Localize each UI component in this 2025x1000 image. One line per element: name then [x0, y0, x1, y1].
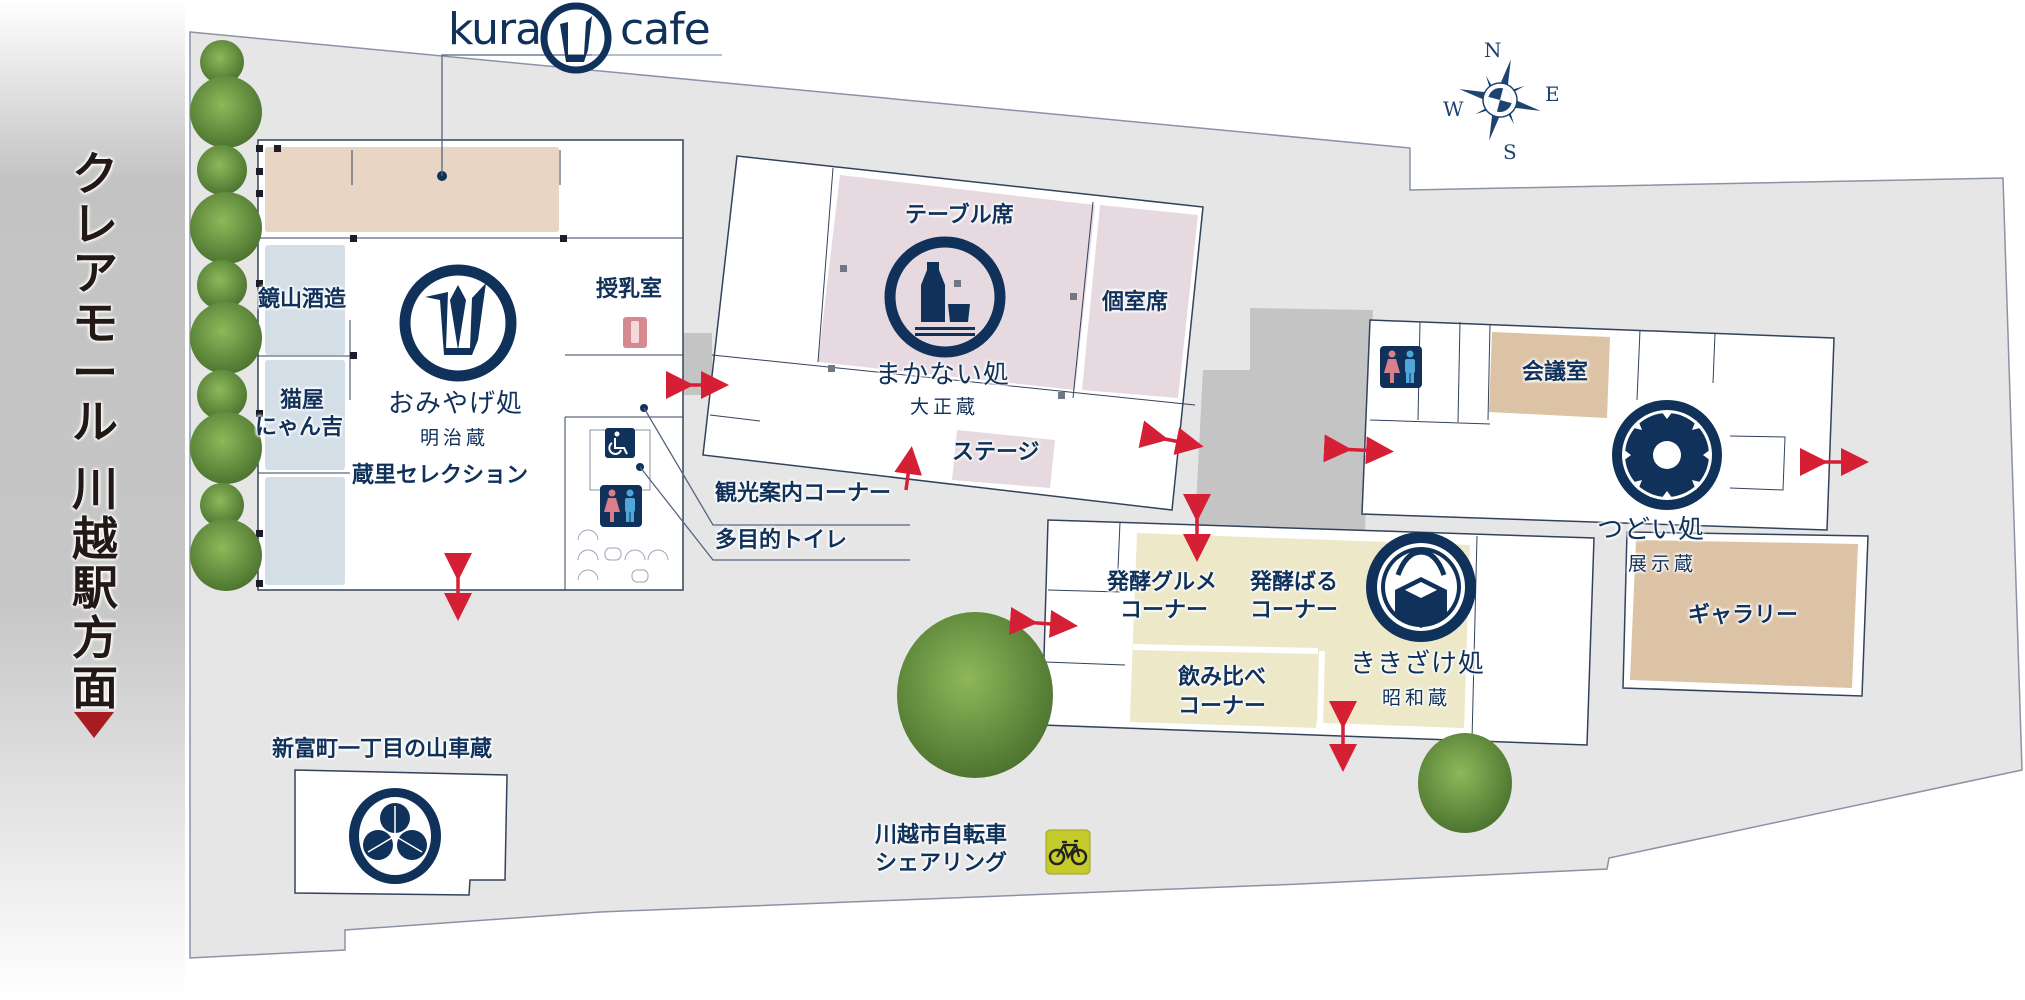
compass-w: W — [1443, 97, 1464, 121]
label-multipurpose-toilet: 多目的トイレ — [715, 528, 848, 553]
room-private[interactable] — [1082, 205, 1198, 398]
tourist-info-callout-line — [643, 407, 910, 526]
room-stage[interactable] — [952, 430, 1055, 488]
label-omiyage-name: おみやげ処 — [388, 389, 524, 419]
label-nursing-room: 授乳室 — [596, 277, 663, 302]
label-nomikurabe-2: コーナー — [1178, 694, 1267, 719]
room-shop-3[interactable] — [265, 477, 345, 585]
label-nekoya-2: にゃん吉 — [255, 415, 344, 440]
building-makanai[interactable] — [702, 155, 1204, 511]
logo-kura-text: kura — [448, 4, 542, 55]
label-tourist-info: 観光案内コーナー — [715, 481, 892, 506]
toilet-callout-line — [639, 466, 910, 561]
direction-down-arrow-icon — [74, 712, 114, 738]
label-private-room: 個室席 — [1102, 290, 1169, 315]
tree-small — [1418, 733, 1512, 833]
restroom-icon — [600, 485, 642, 527]
label-bike-share-1: 川越市自転車 — [875, 823, 1008, 848]
compass-icon — [1459, 59, 1541, 141]
kura-cafe-logo-emblem — [540, 2, 612, 74]
bicycle-icon — [1045, 829, 1091, 875]
label-kagamiyama: 鏡山酒造 — [258, 287, 347, 312]
room-gallery[interactable] — [1630, 540, 1858, 688]
direction-label-kawagoe-station: 川越駅方面 — [72, 462, 118, 715]
label-omiyage-sub: 明治蔵 — [420, 427, 490, 449]
label-gourmet-1: 発酵グルメ — [1107, 570, 1218, 595]
label-makanai-sub: 大正蔵 — [910, 396, 980, 418]
wheelchair-icon — [605, 428, 635, 458]
label-gourmet-2: コーナー — [1120, 598, 1209, 623]
kura-cafe-area[interactable] — [265, 147, 559, 232]
paper-crane-icon — [399, 264, 517, 382]
room-nomikurabe[interactable] — [1130, 652, 1318, 728]
label-bike-share-2: シェアリング — [875, 851, 1008, 876]
building-omiyage[interactable] — [256, 139, 684, 591]
corridor-center — [1195, 308, 1373, 530]
building-tsudoi[interactable] — [1361, 319, 1835, 531]
label-tsudoi-sub: 展示蔵 — [1628, 553, 1698, 575]
label-bar-1: 発酵ばる — [1250, 570, 1339, 595]
label-yamagura: 新富町一丁目の山車蔵 — [272, 737, 493, 762]
logo-cafe-text: cafe — [620, 4, 711, 55]
direction-label-crea-mall: クレアモール — [72, 147, 118, 450]
hedge-trees — [190, 40, 262, 591]
building-yamagura[interactable] — [294, 769, 508, 896]
tourist-info-arrow — [894, 446, 923, 491]
label-tsudoi-name: つどい処 — [1597, 515, 1706, 545]
building-gallery[interactable] — [1622, 531, 1869, 697]
label-kikizake-sub: 昭和蔵 — [1382, 687, 1452, 709]
label-nekoya-1: 猫屋 — [280, 388, 325, 413]
sake-bottle-icon — [884, 236, 1006, 358]
compass-e: E — [1545, 82, 1560, 106]
restroom-icon-2 — [1380, 346, 1422, 388]
label-makanai-name: まかない処 — [875, 360, 1011, 390]
tree-large — [897, 612, 1053, 778]
label-nomikurabe-1: 飲み比べ — [1178, 665, 1267, 690]
compass-n: N — [1484, 38, 1502, 62]
label-selection: 蔵里セレクション — [352, 463, 529, 488]
room-nekoya[interactable] — [265, 360, 345, 470]
label-meeting-room: 会議室 — [1522, 360, 1589, 385]
building-kikizake[interactable] — [1041, 519, 1595, 746]
people-circle-icon — [1612, 400, 1722, 510]
compass-s: S — [1503, 140, 1517, 164]
aoi-crest-icon — [349, 788, 441, 884]
label-stage: ステージ — [952, 440, 1040, 465]
room-kagamiyama[interactable] — [265, 245, 345, 355]
label-bar-2: コーナー — [1250, 598, 1339, 623]
label-table-seating: テーブル席 — [905, 203, 1014, 228]
direction-banner — [0, 0, 185, 1000]
entrance-arrows — [444, 371, 1869, 772]
label-kikizake-name: ききざけ処 — [1350, 649, 1486, 679]
rice-masu-icon — [1366, 532, 1476, 642]
label-gallery: ギャラリー — [1688, 603, 1799, 628]
room-meeting[interactable] — [1489, 332, 1610, 418]
nursing-room-icon — [623, 317, 647, 348]
